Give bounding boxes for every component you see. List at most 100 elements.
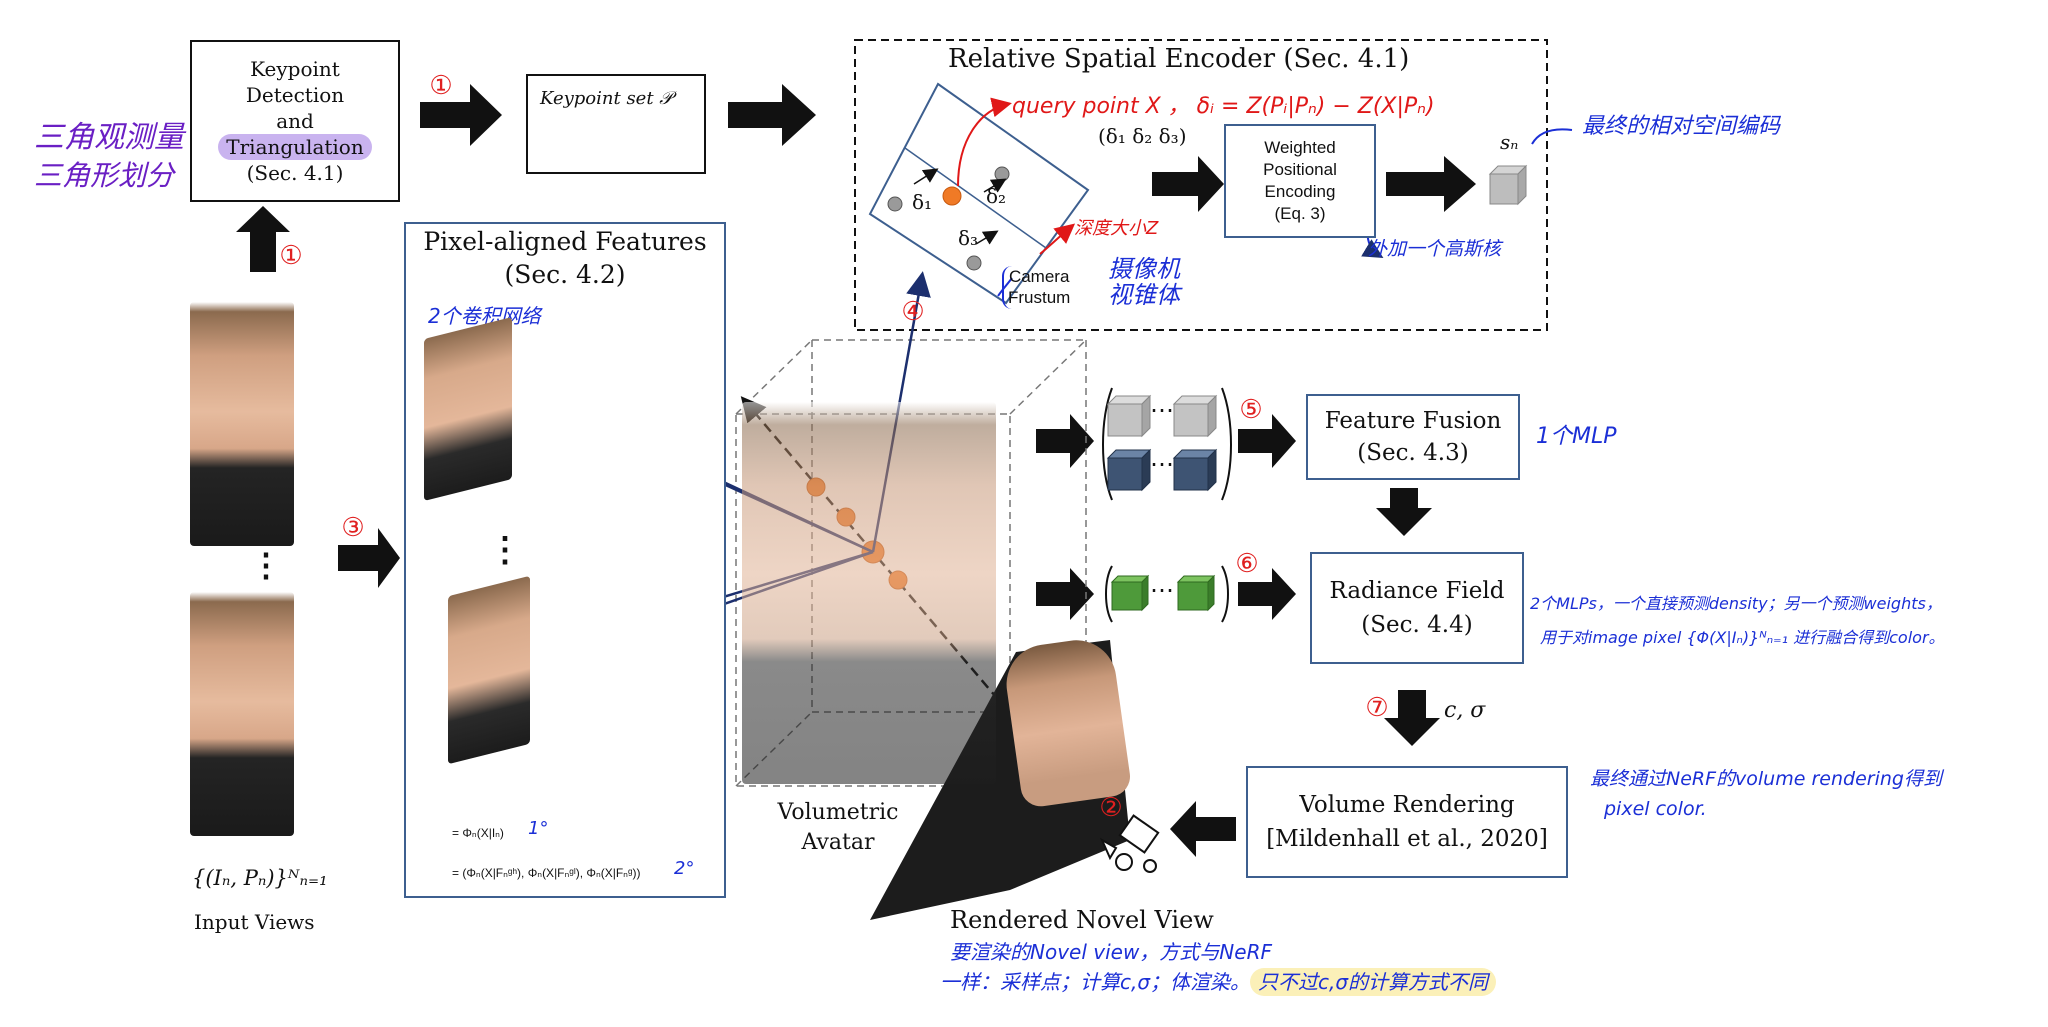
flow-arrow-wpe: [1386, 156, 1476, 212]
radiance-line1: Radiance Field: [1329, 577, 1505, 604]
delta-2-label: δ₂: [986, 184, 1007, 208]
avatar-line1: Volumetric: [777, 800, 899, 825]
purple-note-line1: 三角观测量: [34, 120, 184, 155]
feature-fusion-box: Feature Fusion (Sec. 4.3): [1306, 394, 1520, 480]
volume-line2: [Mildenhall et al., 2020]: [1266, 826, 1548, 852]
sn-cube: [1488, 164, 1528, 206]
frustum-line: Frustum: [1008, 288, 1071, 308]
nerf-note-line2: pixel color.: [1604, 798, 1707, 820]
legend-green-note: 1°: [528, 818, 549, 839]
wpe-line3: Encoding: [1264, 182, 1336, 201]
step-6: ⑥: [1235, 547, 1259, 578]
keypoint-line4: Triangulation: [218, 134, 372, 160]
c-sigma-output: c, σ: [1444, 698, 1486, 723]
keypoint-line1: Keypoint: [250, 57, 340, 81]
fusion-line1: Feature Fusion: [1324, 407, 1502, 434]
volume-line1: Volume Rendering: [1299, 791, 1515, 818]
input-view-n: [190, 592, 294, 836]
input-views-formula: {(Iₙ, Pₙ)}ᴺₙ₌₁: [192, 866, 328, 890]
avatar-line2: Avatar: [801, 829, 875, 855]
panel-ellipsis: ⋮: [488, 530, 522, 570]
flow-arrow-2: [728, 84, 816, 146]
novel-note-line2: 一样：采样点；计算c,σ；体渲染。: [940, 970, 1251, 994]
encoder-title: Relative Spatial Encoder (Sec. 4.1): [948, 44, 1410, 74]
volumetric-avatar-label: Volumetric Avatar: [768, 798, 908, 857]
novel-note-row2: 一样：采样点；计算c,σ；体渲染。只不过c,σ的计算方式不同: [940, 966, 1497, 996]
flow-arrow-6: [1238, 568, 1296, 620]
keypoint-line3: and: [276, 109, 314, 133]
wpe-line1: Weighted: [1264, 137, 1336, 157]
camera-frustum-label: Camera Frustum: [1002, 266, 1070, 309]
fusion-line2: (Sec. 4.3): [1357, 440, 1469, 466]
pixel-aligned-title: Pixel-aligned Features (Sec. 4.2): [404, 226, 726, 291]
wpe-line4: (Eq. 3): [1274, 204, 1326, 224]
keypoint-set-box: Keypoint set 𝒫: [526, 74, 706, 174]
panel-face-top: [424, 317, 512, 501]
novel-note-line1: 要渲染的Novel view，方式与NeRF: [950, 940, 1272, 964]
input-views-label: Input Views: [194, 910, 315, 934]
flow-arrow-1: [420, 84, 502, 146]
panel-face-bottom: [448, 575, 530, 765]
fusion-ellipsis-bottom: ⋯: [1150, 450, 1174, 478]
delta-1-label: δ₁: [912, 190, 933, 214]
flow-arrow-fusion-down: [1376, 488, 1432, 536]
query-point-annotation: query point X ， δᵢ = Z(Pᵢ|Pₙ) − Z(X|Pₙ): [1012, 94, 1435, 119]
frustum-midline: [904, 147, 1047, 249]
pixel-aligned-title-line2: (Sec. 4.2): [504, 259, 626, 289]
radiance-cubes: [1105, 565, 1229, 623]
flow-arrow-avatar-top: [1036, 414, 1094, 468]
flow-arrow-avatar-bottom: [1036, 568, 1094, 620]
keypoint-line5: (Sec. 4.1): [246, 161, 344, 185]
radiance-ellipsis: ⋯: [1150, 576, 1174, 604]
step-4-encoder: ④: [901, 295, 925, 326]
gauss-annotation: 外加一个高斯核: [1368, 238, 1502, 260]
keypoint-line2: Detection: [245, 83, 345, 107]
encoder-frame: [854, 39, 1548, 331]
flow-arrow-render: [1170, 801, 1236, 857]
legend-green-formula: = Φₙ(X|Iₙ): [452, 826, 504, 840]
frustum-annotation: 摄像机 视锥体: [1108, 255, 1180, 310]
sn-label: sₙ: [1500, 130, 1519, 154]
radiance-line2: (Sec. 4.4): [1361, 612, 1473, 638]
step-2: ②: [1099, 791, 1123, 822]
query-point: [942, 186, 962, 206]
purple-note-line2: 三角形划分: [34, 159, 175, 192]
legend-navy-formula: = (Φₙ(X|Fₙᵍʰ), Φₙ(X|Fₙᵍˡ), Φₙ(X|Fₙᵍ)): [452, 866, 641, 880]
novel-note-highlight: 只不过c,σ的计算方式不同: [1250, 968, 1497, 996]
fusion-cubes: [1102, 387, 1232, 501]
flow-arrow-3: [338, 528, 400, 588]
weighted-positional-encoding-box: Weighted Positional Encoding (Eq. 3): [1224, 124, 1376, 238]
pixel-aligned-title-line1: Pixel-aligned Features: [423, 227, 707, 256]
flow-arrow-5: [1238, 414, 1296, 468]
step-1-top: ①: [429, 69, 453, 100]
legend-navy-note: 2°: [674, 858, 695, 879]
camera-icon: [1099, 814, 1160, 873]
step-3: ③: [341, 511, 365, 542]
keypoint-set-label: Keypoint set 𝒫: [540, 88, 673, 109]
one-mlp-annotation: 1个MLP: [1536, 424, 1617, 449]
flow-arrow-up: [236, 206, 290, 272]
camera-line: Camera: [1008, 267, 1070, 286]
step-5: ⑤: [1239, 393, 1263, 424]
step-1-left: ①: [279, 239, 303, 270]
wpe-line2: Positional: [1263, 159, 1337, 179]
radiance-note-line1: 2个MLPs，一个直接预测density；另一个预测weights，: [1530, 594, 1942, 613]
step-7: ⑦: [1365, 691, 1389, 722]
novel-view-label: Rendered Novel View: [950, 906, 1214, 934]
delta-3-label: δ₃: [958, 226, 979, 250]
nerf-note-line1: 最终通过NeRF的volume rendering得到: [1590, 768, 1942, 790]
radiance-note-line2: 用于对image pixel {Φ(X|Iₙ)}ᴺₙ₌₁ 进行融合得到color…: [1540, 628, 1945, 647]
fusion-ellipsis-top: ⋯: [1150, 396, 1174, 424]
volumetric-avatar-image: [742, 402, 996, 784]
flow-arrow-7: [1384, 690, 1440, 746]
flow-arrow-encoder: [1152, 156, 1224, 212]
radiance-field-box: Radiance Field (Sec. 4.4): [1310, 552, 1524, 664]
purple-annotation: 三角观测量 三角形划分: [34, 112, 184, 194]
volume-rendering-box: Volume Rendering [Mildenhall et al., 202…: [1246, 766, 1568, 878]
depth-annotation: 深度大小Z: [1074, 218, 1159, 239]
input-views-ellipsis: ⋮: [250, 546, 282, 584]
final-code-annotation: 最终的相对空间编码: [1582, 114, 1781, 139]
delta-tuple: (δ₁ δ₂ δ₃): [1098, 124, 1187, 148]
input-view-1: [190, 302, 294, 546]
keypoint-detection-box: Keypoint Detection and Triangulation (Se…: [190, 40, 400, 202]
